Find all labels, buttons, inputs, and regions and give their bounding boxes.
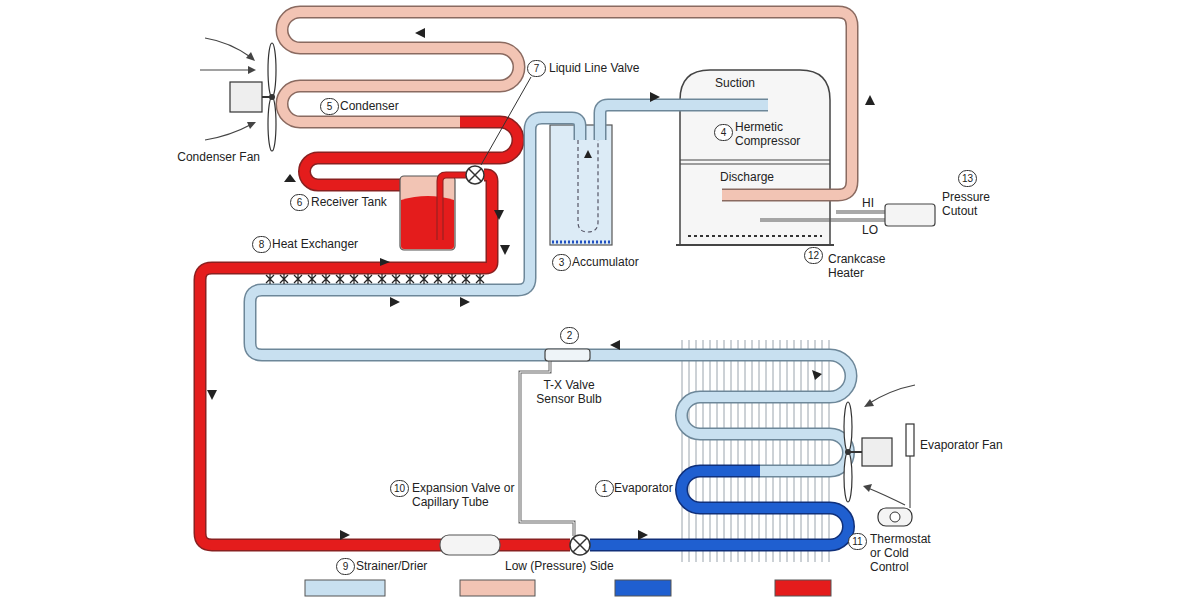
expansion-valve [570,535,590,555]
colour-key [305,580,831,596]
callout-number: 13 [958,170,977,187]
leader-line [481,77,531,165]
sensor-bulb [545,349,590,361]
callout-number: 4 [714,124,733,141]
part-label: Evaporator Fan [920,438,1003,452]
callout-number: 1 [595,480,614,497]
part-label: Expansion Valve or Capillary Tube [412,481,530,509]
contact-mark [280,274,288,284]
compressor-label: Hermetic Compressor [735,120,819,148]
callout-number: 11 [848,533,867,550]
part-label: LO [862,223,878,237]
evaporator-fins [678,340,834,562]
thermostat [878,508,912,526]
contact-mark [364,274,372,284]
receiver-tank-shape [400,175,466,250]
part-label: Heat Exchanger [272,237,358,251]
contact-mark [434,274,442,284]
part-label: HI [862,196,874,210]
callout-number: 5 [320,98,339,115]
pressure-cutout [760,204,935,226]
compressor-label: Discharge [720,170,774,184]
contact-mark [266,274,274,284]
contact-mark [336,274,344,284]
contact-mark [392,274,400,284]
contact-mark [476,274,484,284]
crankcase-heater [688,235,822,237]
heat-exchanger-contact [266,274,484,284]
contact-mark [294,274,302,284]
callout-number: 2 [560,327,579,344]
part-label: Receiver Tank [311,195,387,209]
contact-mark [406,274,414,284]
pipework [200,12,852,545]
callout-number: 6 [290,194,309,211]
part-label: Liquid Line Valve [549,61,640,75]
evaporator-fan [844,385,915,508]
callout-number: 7 [527,60,546,77]
contact-mark [322,274,330,284]
compressor-housing: SuctionHermetic CompressorDischarge [680,70,830,245]
contact-mark [448,274,456,284]
compressor-label: Suction [715,76,755,90]
accumulator-shape [550,125,612,245]
liquid-line-valve [466,166,484,184]
contact-mark [378,274,386,284]
condenser-fan [200,38,276,151]
part-label: Strainer/Drier [356,559,427,573]
callout-number: 10 [390,480,409,497]
part-label: Thermostat or Cold Control [870,532,940,574]
part-label: Low (Pressure) Side [505,559,614,573]
part-label: Condenser [340,99,399,113]
part-label: Evaporator [614,481,673,495]
contact-mark [420,274,428,284]
contact-mark [350,274,358,284]
contact-mark [308,274,316,284]
callout-number: 9 [336,558,355,575]
part-label: Pressure Cutout [942,190,1004,218]
part-label: Crankcase Heater [828,252,900,280]
part-label: Condenser Fan [175,150,260,164]
contact-mark [462,274,470,284]
strainer-drier [440,535,500,555]
flow-arrows [207,28,875,540]
part-label: Accumulator [572,255,639,269]
callout-number: 8 [252,236,271,253]
callout-number: 12 [804,247,823,264]
callout-number: 3 [552,254,571,271]
part-label: T-X Valve Sensor Bulb [532,378,606,406]
